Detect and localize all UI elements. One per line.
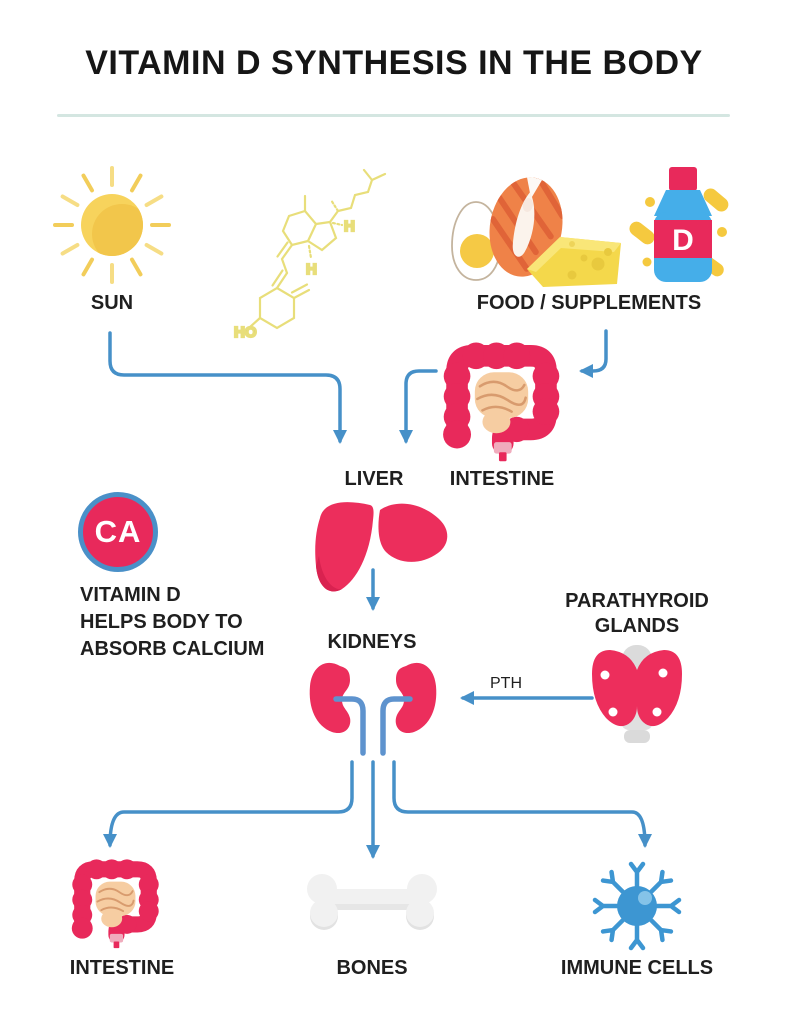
bottle-cap: [669, 167, 697, 191]
supplement-bottle-icon: D: [629, 167, 729, 282]
parathyroid-label-line1: PARATHYROID: [565, 590, 709, 612]
parathyroid-glands-dots: [600, 668, 668, 717]
food-supplements-label: FOOD / SUPPLEMENTS: [476, 292, 702, 314]
molecule-h-upper-label: H: [344, 218, 355, 235]
sun-label: SUN: [90, 292, 134, 314]
intestine-top-label: INTESTINE: [449, 468, 555, 490]
immune-cell-icon: [595, 864, 679, 948]
liver-label: LIVER: [344, 468, 404, 490]
arrow-kidneys-to-immune-cells: [392, 760, 652, 848]
flow-arrows: [103, 329, 652, 859]
bottle-letter: D: [672, 224, 694, 257]
molecule-ho-label: HO: [234, 324, 257, 341]
kidneys-icon: [309, 662, 437, 756]
page-title: VITAMIN D SYNTHESIS IN THE BODY: [85, 44, 703, 82]
calcium-note-line1: VITAMIN D: [80, 584, 181, 606]
bone-icon: [307, 874, 437, 930]
arrow-sun-to-liver: [108, 331, 347, 444]
intestine-icon: [443, 342, 559, 461]
divider-line: [57, 114, 730, 117]
liver-icon: [315, 502, 448, 592]
calcium-note-line3: ABSORB CALCIUM: [80, 638, 265, 660]
calcium-note-line2: HELPS BODY TO: [80, 611, 243, 633]
intestine-icon: [72, 859, 159, 948]
egg-icon: [451, 201, 501, 281]
intestine-bottom-label: INTESTINE: [69, 957, 175, 979]
arrow-food-to-intestine: [579, 329, 608, 378]
calcium-badge: CA: [78, 492, 158, 572]
molecule-h-lower-label: H: [306, 261, 317, 278]
sun-icon: [53, 166, 171, 284]
cheese-icon: [527, 237, 621, 287]
calcium-note: VITAMIN D HELPS BODY TO ABSORB CALCIUM: [80, 582, 264, 663]
calcium-badge-text: CA: [94, 514, 142, 549]
arrow-kidneys-to-intestine: [103, 760, 354, 848]
arrow-intestine-to-liver: [399, 369, 438, 444]
ureters: [333, 696, 413, 756]
kidneys-label: KIDNEYS: [327, 631, 417, 653]
egg-yolk: [460, 234, 494, 268]
parathyroid-label-line2: GLANDS: [594, 615, 680, 637]
pth-label: PTH: [490, 675, 522, 692]
vitamin-d-molecule-icon: HO H H: [233, 168, 387, 342]
immune-cells-label: IMMUNE CELLS: [560, 957, 714, 979]
bones-label: BONES: [336, 957, 408, 979]
bottle-label: [654, 220, 712, 258]
parathyroid-icon: [592, 645, 682, 743]
